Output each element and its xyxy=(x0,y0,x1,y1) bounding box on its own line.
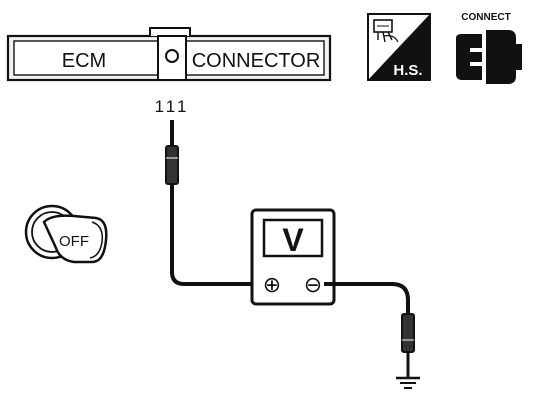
connect-symbol-label: CONNECT xyxy=(461,12,510,23)
harness-connector-icon xyxy=(373,19,399,43)
voltmeter: V ⊕ ⊖ xyxy=(250,208,336,306)
voltmeter-label: V xyxy=(282,222,304,258)
ecm-connector-latch xyxy=(149,27,191,36)
positive-terminal: ⊕ xyxy=(263,272,281,297)
ecm-label: ECM xyxy=(62,50,106,72)
probe-handle-top xyxy=(165,145,179,185)
pin-number-label: 111 xyxy=(155,97,190,116)
ignition-key-icon: OFF xyxy=(24,204,108,264)
probe-wire-negative xyxy=(324,282,410,314)
harness-symbol-dark-half xyxy=(368,14,430,80)
harness-symbol-label: H.S. xyxy=(393,62,422,79)
probe-handle-bottom xyxy=(401,313,415,353)
ecm-connector: ECM CONNECTOR xyxy=(6,27,332,82)
key-head-shading xyxy=(89,221,104,259)
negative-probe-lead xyxy=(324,282,415,378)
positive-probe-lead xyxy=(165,120,266,286)
connector-plug-icon xyxy=(456,30,522,84)
harness-symbol: H.S. xyxy=(367,13,431,81)
voltmeter-display xyxy=(262,218,324,258)
ground-icon xyxy=(396,376,420,389)
ecm-connector-pin-hole xyxy=(165,49,179,63)
connector-label: CONNECTOR xyxy=(192,50,321,72)
ignition-position-label: OFF xyxy=(59,233,89,250)
key-head xyxy=(42,214,108,264)
probe-wire-positive xyxy=(170,184,266,286)
connect-symbol: CONNECT xyxy=(456,12,522,84)
negative-terminal: ⊖ xyxy=(304,272,322,297)
